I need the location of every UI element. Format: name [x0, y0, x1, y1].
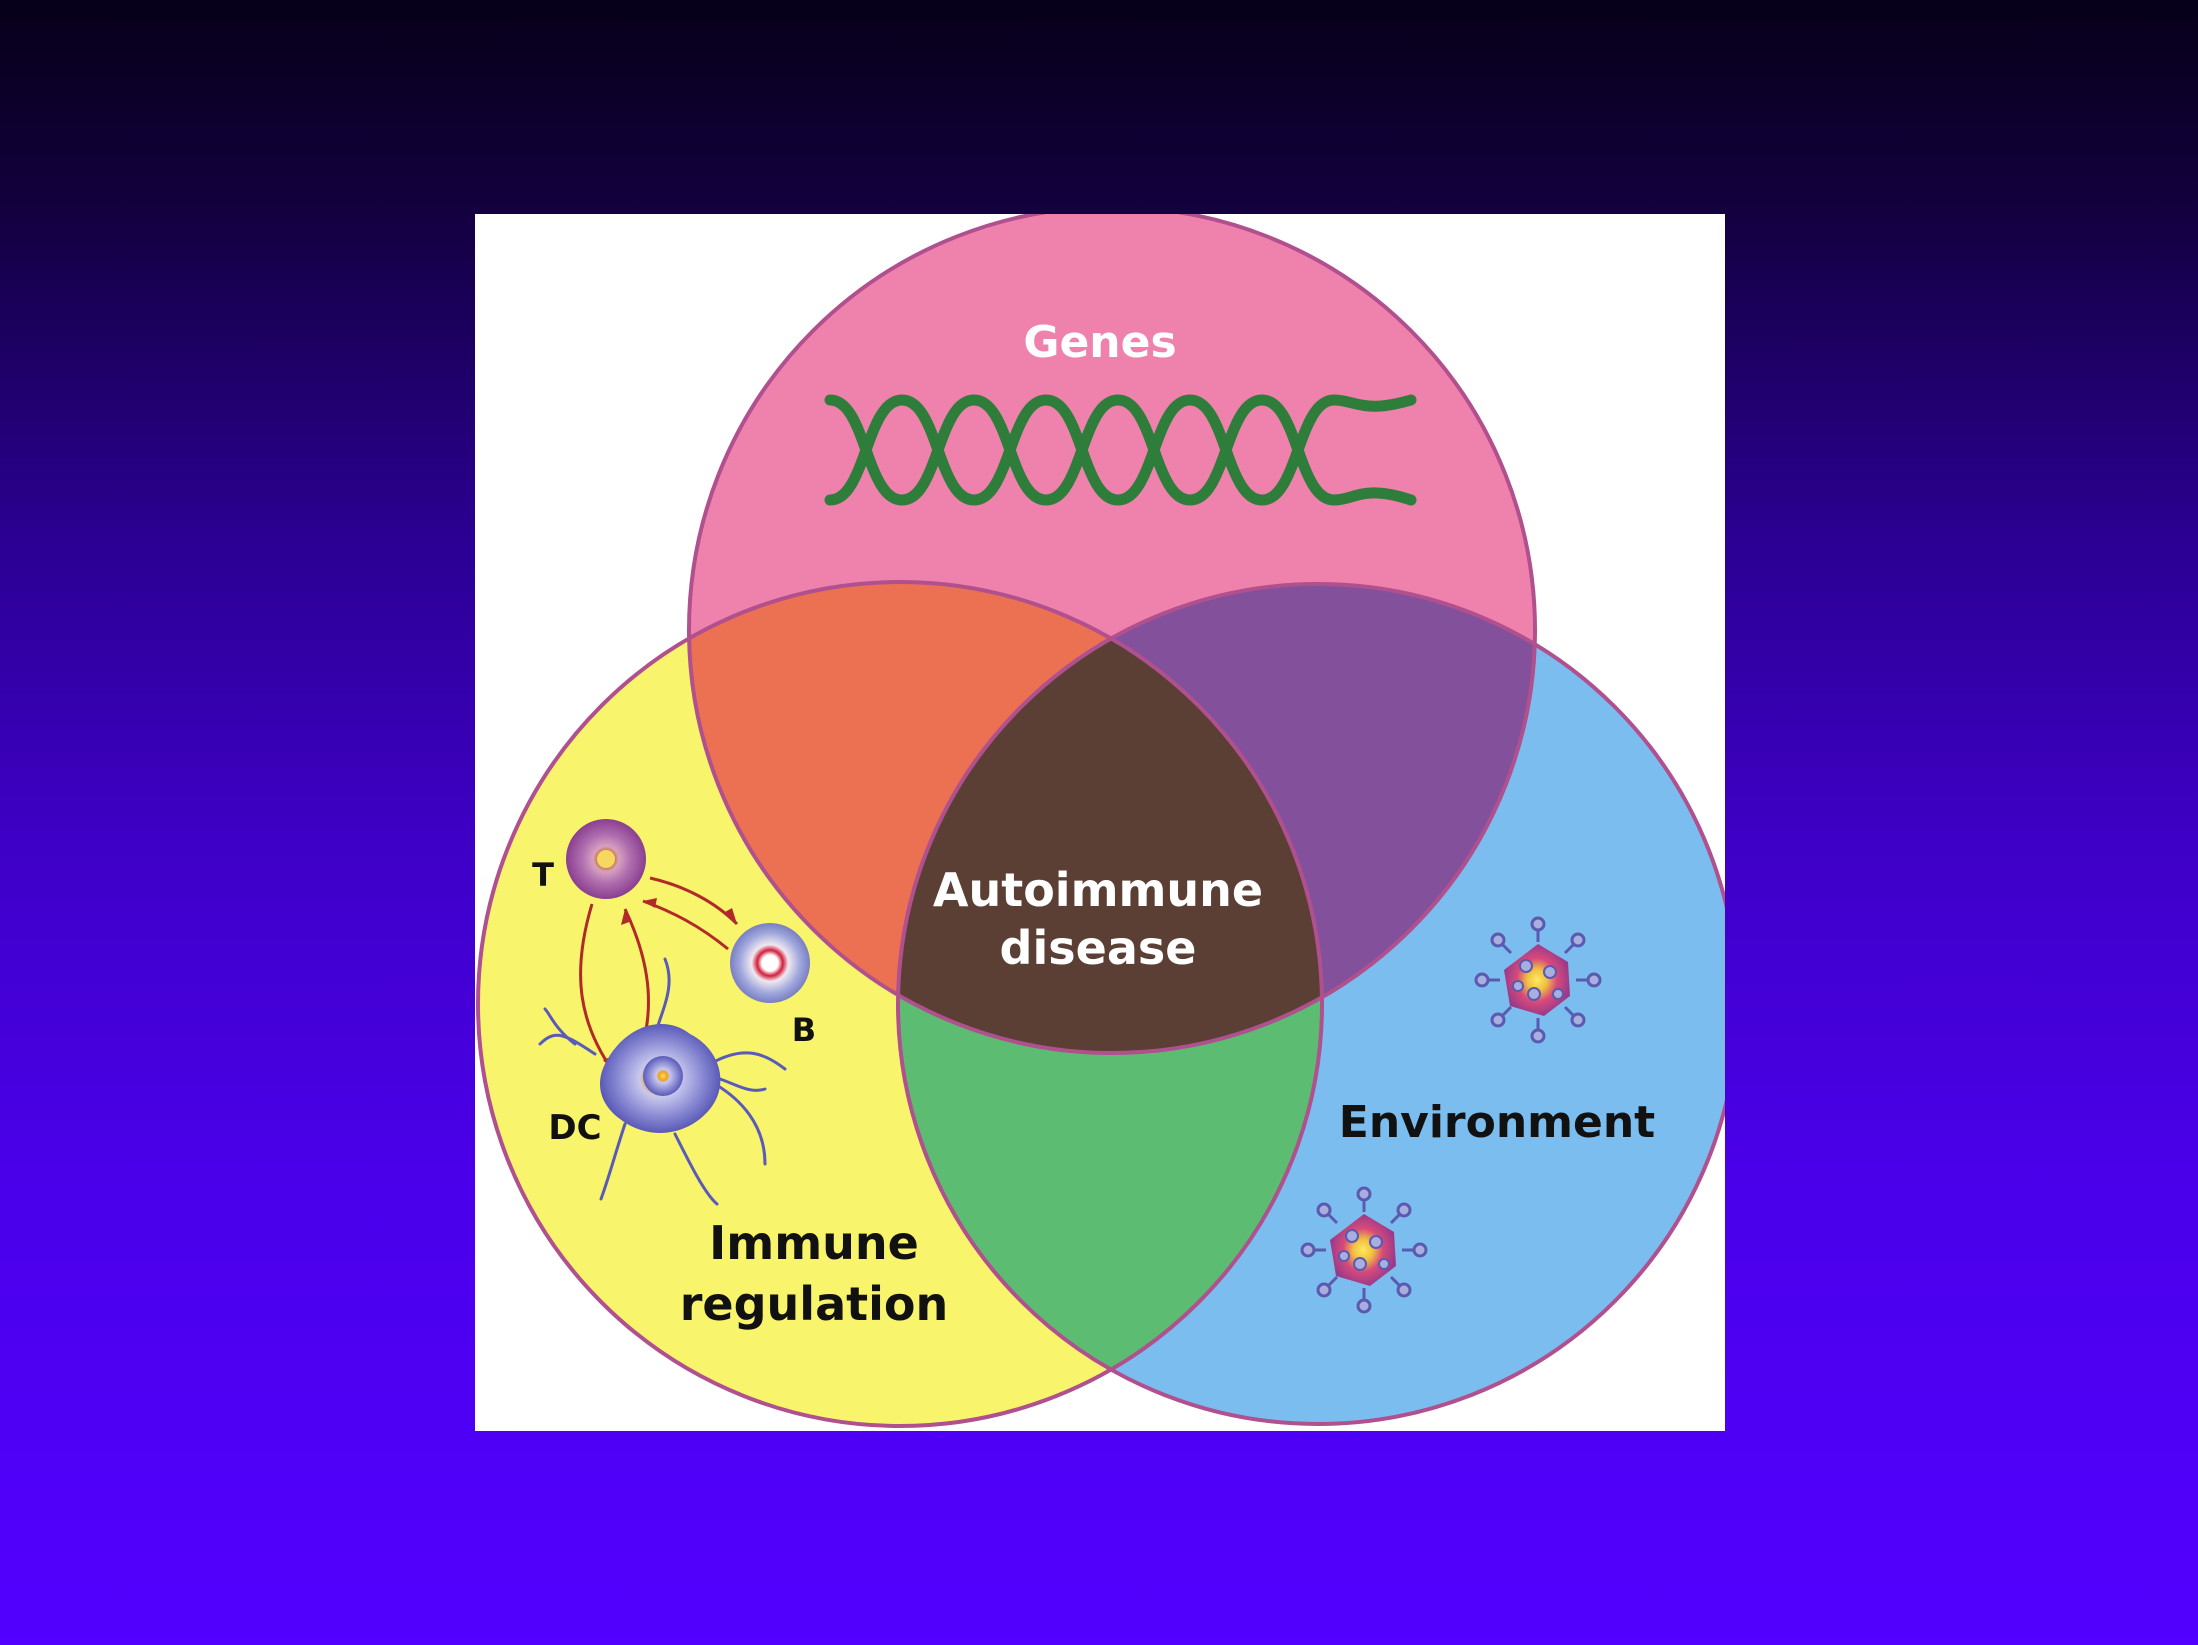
t-cell-label: T — [532, 856, 554, 894]
t-cell-icon — [566, 819, 646, 899]
autoimmune-label-line2: disease — [1000, 921, 1197, 975]
dendritic-cell-icon — [538, 957, 787, 1206]
circle-outlines — [476, 214, 1725, 1428]
virus-icon — [1300, 1186, 1428, 1314]
immune-regulation-label-line2: regulation — [680, 1277, 948, 1331]
immune-regulation-label-line1: Immune — [709, 1216, 919, 1270]
environment-label: Environment — [1339, 1097, 1655, 1148]
autoimmune-label-line1: Autoimmune — [933, 863, 1263, 917]
genes-label: Genes — [1023, 317, 1176, 368]
dendritic-cell-label: DC — [548, 1108, 601, 1148]
venn-diagram: Genes Autoimmune disease T B DC Immune r… — [476, 214, 1725, 1428]
virus-icon — [1474, 916, 1602, 1044]
b-cell-label: B — [792, 1011, 816, 1049]
venn-diagram-figure: Genes Autoimmune disease T B DC Immune r… — [475, 214, 1725, 1431]
b-cell-icon — [730, 923, 810, 1003]
dna-helix-icon — [824, 394, 1417, 506]
